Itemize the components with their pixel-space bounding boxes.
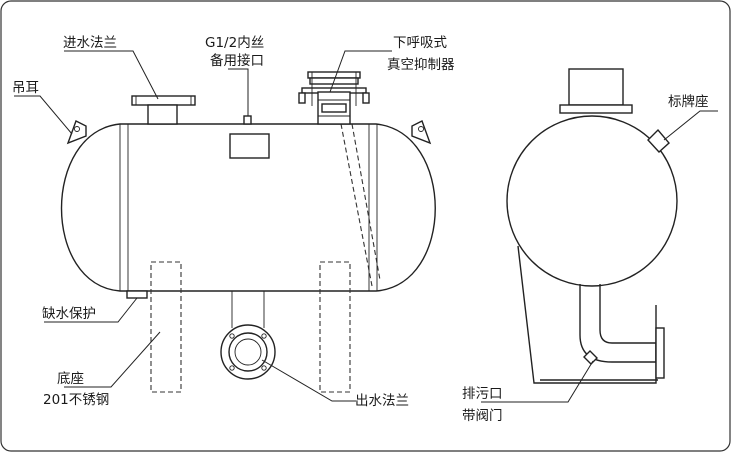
label-base-1: 底座 (57, 371, 84, 387)
side-nameplate-seat (647, 128, 670, 153)
tank-body (60, 123, 436, 292)
front-nameplate (229, 133, 270, 159)
label-lifting-lug: 吊耳 (12, 80, 39, 96)
label-nameplate-seat: 标牌座 (668, 93, 709, 110)
lifting-lug-left (66, 120, 87, 145)
side-tank-circle (506, 115, 678, 287)
label-water-shortage: 缺水保护 (42, 306, 96, 322)
base-support-right (319, 261, 351, 393)
label-outlet-flange: 出水法兰 (355, 393, 409, 409)
label-drain-1: 排污口 (462, 386, 503, 402)
tank-side-view (506, 68, 678, 384)
lifting-lug-right-hole (418, 126, 424, 132)
label-spare-port-1: G1/2内丝 (205, 35, 264, 51)
lifting-lug-right (411, 120, 432, 145)
side-drain-flange (655, 327, 665, 379)
label-inlet-flange: 进水法兰 (63, 35, 117, 51)
label-base-2: 201不锈钢 (43, 392, 109, 408)
side-drain-pipe (579, 284, 657, 363)
suppressor-hidden-line-1 (340, 123, 373, 287)
label-vacuum-1: 下呼吸式 (393, 35, 447, 51)
water-shortage-sensor (126, 290, 148, 299)
label-drain-2: 带阀门 (462, 408, 503, 424)
spare-port (243, 115, 252, 125)
label-spare-port-2: 备用接口 (210, 52, 264, 69)
side-top-pipe (568, 68, 624, 106)
inlet-flange-neck (147, 104, 178, 125)
label-vacuum-2: 真空抑制器 (387, 57, 455, 73)
tank-front-view (60, 71, 436, 393)
outlet-flange (220, 291, 276, 380)
lifting-lug-left-hole (74, 126, 80, 132)
inlet-flange-plate (131, 95, 196, 106)
side-top-flange (559, 104, 633, 114)
base-support-left (150, 261, 182, 393)
leader-lines (14, 50, 718, 403)
vacuum-suppressor (298, 71, 370, 125)
suppressor-hidden-line-2 (351, 123, 381, 281)
side-drain-valve (583, 350, 598, 365)
